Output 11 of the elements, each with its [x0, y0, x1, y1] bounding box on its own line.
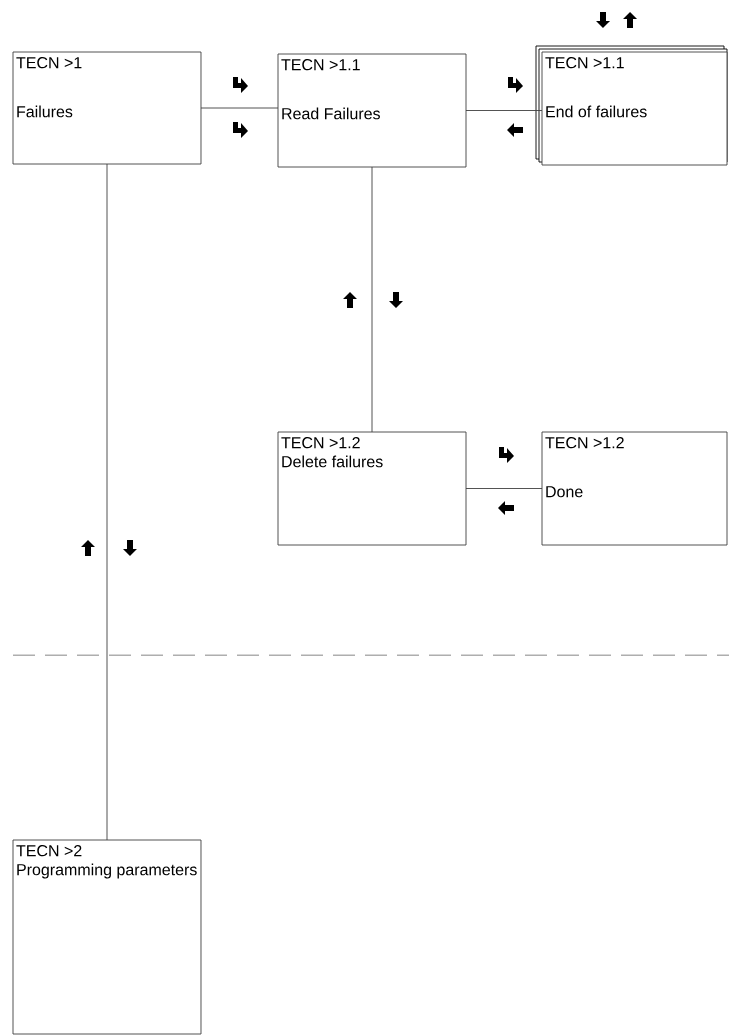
connector-line [200, 107, 279, 109]
screen-box: TECN >2 Programming parameters [12, 839, 202, 1035]
screen-box: TECN >1.1 Read Failures [277, 53, 467, 168]
connector-line [106, 163, 108, 841]
screen-box: TECN >1.2 Done [541, 431, 728, 546]
screen-box: TECN >1.2 Delete failures [277, 431, 467, 546]
stacked-screen-box: TECN >1.1 End of failures [535, 45, 728, 166]
screen-box: TECN >1 Failures [12, 51, 202, 165]
connector-line [465, 488, 543, 489]
connector-line [371, 166, 373, 433]
connector-line [465, 110, 543, 111]
